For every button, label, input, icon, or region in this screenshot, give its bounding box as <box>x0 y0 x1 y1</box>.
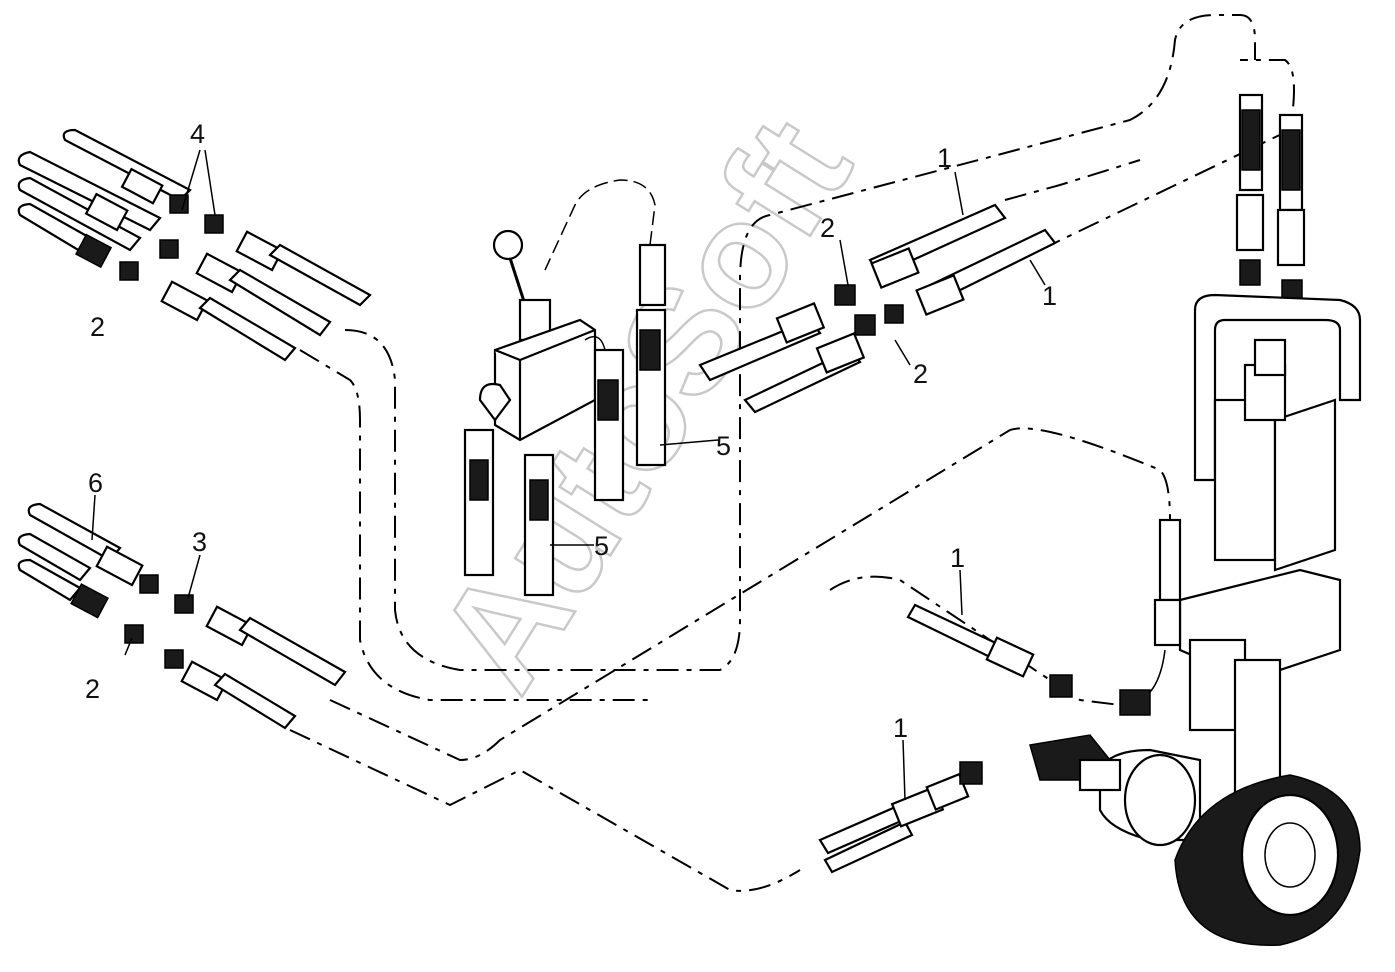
callout-2: 2 <box>85 674 100 704</box>
callout-3: 3 <box>192 527 207 557</box>
callout-labels: 4 2 1 2 1 2 5 5 6 3 2 1 1 <box>85 119 1057 743</box>
leader-lines <box>91 149 1046 801</box>
control-valve-icon <box>463 179 667 597</box>
callout-1: 1 <box>893 713 908 743</box>
callout-1: 1 <box>937 143 952 173</box>
left-upper-hose-group <box>17 128 372 362</box>
callout-1: 1 <box>950 543 965 573</box>
connection-lines <box>289 14 1295 892</box>
callout-2: 2 <box>90 312 105 342</box>
hydraulic-jack-wheel-icon <box>1029 93 1362 946</box>
callout-4: 4 <box>190 119 205 149</box>
lower-middle-hose-group <box>818 603 1073 874</box>
callout-5: 5 <box>594 531 609 561</box>
callout-2: 2 <box>913 359 928 389</box>
callout-6: 6 <box>88 468 103 498</box>
callout-5: 5 <box>716 431 731 461</box>
left-lower-hose-group <box>17 502 347 730</box>
upper-middle-hose-group <box>698 203 1057 414</box>
callout-2: 2 <box>820 213 835 243</box>
callout-1: 1 <box>1042 281 1057 311</box>
